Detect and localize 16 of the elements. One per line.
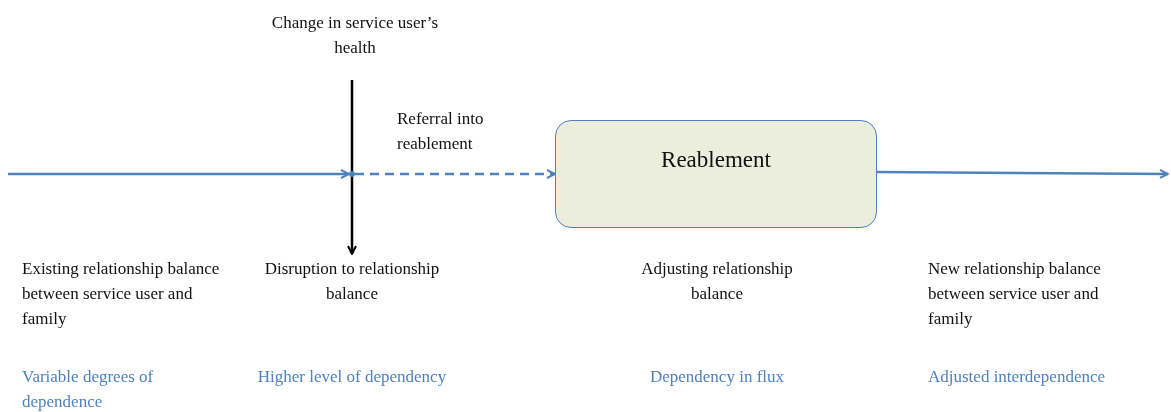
junction-point <box>349 171 355 177</box>
dependency-text: Higher level of dependency <box>256 366 448 388</box>
stage-text: Existing relationship balance between service user and family <box>22 258 221 330</box>
dependency-text: Adjusted interdependence <box>928 366 1106 388</box>
stage-text: Disruption to relationship balance <box>252 256 452 306</box>
process-box: Reablement <box>555 120 877 228</box>
arrow <box>355 169 556 179</box>
dependency-text: Variable degrees of dependence <box>22 366 155 412</box>
stage-text: New relationship balance between service user and family <box>928 258 1102 330</box>
arrow <box>347 80 357 255</box>
arrow <box>877 168 1169 179</box>
arrow <box>8 169 350 179</box>
stage-text: Adjusting relationship balance <box>640 258 794 305</box>
dependency-text: Dependency in flux <box>648 366 786 388</box>
edge-label: Referral into reablement <box>397 108 485 155</box>
event-text: Change in service user’s health <box>270 10 440 60</box>
